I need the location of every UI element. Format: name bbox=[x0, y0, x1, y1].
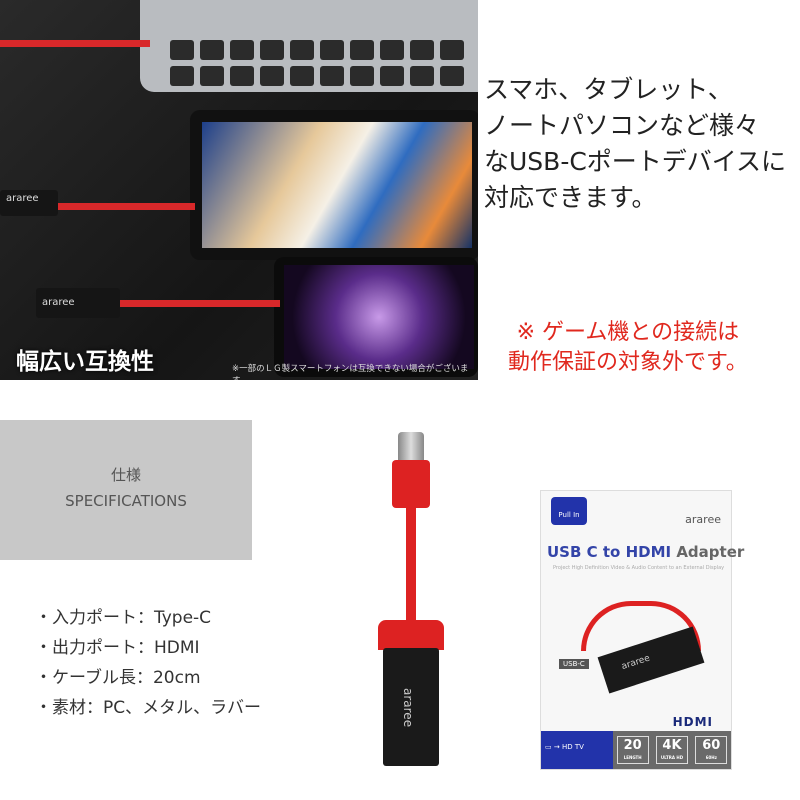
badge-caption: LENGTH bbox=[623, 755, 642, 760]
hdmi-housing bbox=[378, 620, 444, 650]
cable bbox=[0, 40, 150, 47]
dongle: araree bbox=[36, 288, 120, 318]
specifications-header: 仕様 SPECIFICATIONS bbox=[0, 420, 252, 560]
spec-title-en: SPECIFICATIONS bbox=[65, 492, 187, 510]
cable bbox=[40, 203, 195, 210]
product-photo-compatibility: araree araree 幅広い互換性 ※一部のＬＧ製スマートフォンは互換でき… bbox=[0, 0, 478, 380]
spec-list: ・入力ポート：Type-C ・出力ポート：HDMI ・ケーブル長：20cm ・素… bbox=[35, 603, 261, 723]
description: スマホ、タブレット、 ノートパソコンなど様々 なUSB-Cポートデバイスに 対応… bbox=[484, 72, 794, 216]
dongle: araree bbox=[0, 190, 58, 216]
spec-title-jp: 仕様 bbox=[110, 466, 141, 484]
laptop-keyboard bbox=[140, 0, 478, 92]
description-line: ノートパソコンなど様々 bbox=[484, 111, 760, 140]
spec-item: ・入力ポート：Type-C bbox=[35, 608, 212, 628]
smartphone bbox=[274, 257, 478, 377]
tablet bbox=[190, 110, 478, 260]
device-to-tv: ▭ → HD TV bbox=[541, 731, 613, 769]
title-part: Adapter bbox=[676, 543, 745, 561]
package-brand: araree bbox=[685, 513, 721, 526]
warning-note: ※ ゲーム機との接続は 動作保証の対象外です。 bbox=[508, 318, 748, 378]
description-line: 対応できます。 bbox=[484, 183, 657, 212]
warning-line: ※ ゲーム機との接続は bbox=[516, 320, 740, 345]
usbc-label: USB-C bbox=[559, 659, 589, 669]
description-line: スマホ、タブレット、 bbox=[484, 75, 733, 104]
cable bbox=[406, 505, 416, 623]
dongle-brand: araree bbox=[42, 297, 75, 308]
product-brand: araree bbox=[401, 688, 415, 728]
badge-caption: 60Hz bbox=[705, 755, 717, 760]
package-subtitle: Project High Definition Video & Audio Co… bbox=[553, 565, 725, 571]
phone-screen bbox=[284, 265, 474, 369]
package-title: USB C to HDMI Adapter bbox=[547, 543, 744, 561]
tablet-screen bbox=[202, 122, 472, 248]
warning-line: 動作保証の対象外です。 bbox=[508, 350, 748, 375]
description-line: なUSB-Cポートデバイスに bbox=[484, 147, 787, 176]
pull-tab: Pull In bbox=[551, 497, 587, 525]
badge-value: 4K bbox=[662, 738, 682, 753]
dongle-brand: araree bbox=[6, 193, 39, 204]
dongle-brand: araree bbox=[620, 653, 652, 673]
badge-refresh: 60 60Hz bbox=[695, 736, 728, 764]
spec-item: ・出力ポート：HDMI bbox=[35, 638, 200, 658]
hdmi-adapter-body: araree bbox=[383, 648, 439, 766]
spec-item: ・ケーブル長：20cm bbox=[35, 668, 201, 688]
badge-caption: ULTRA HD bbox=[660, 755, 684, 760]
hdmi-logo: HDMI bbox=[672, 715, 713, 729]
spec-item: ・素材：PC、メタル、ラバー bbox=[35, 698, 261, 718]
badge-value: 20 bbox=[623, 738, 642, 753]
cable bbox=[110, 300, 280, 307]
title-part: USB C to HDMI bbox=[547, 543, 677, 561]
hdtv-label: HD TV bbox=[561, 743, 584, 751]
plug-housing bbox=[392, 460, 430, 508]
badge-resolution: 4K ULTRA HD bbox=[655, 736, 688, 764]
footnote: ※一部のＬＧ製スマートフォンは互換できない場合がございます。 bbox=[232, 364, 469, 380]
product-package: Pull In araree USB C to HDMI Adapter Pro… bbox=[540, 490, 744, 770]
badge-value: 60 bbox=[702, 738, 721, 753]
headline: 幅広い互換性 bbox=[16, 349, 154, 375]
